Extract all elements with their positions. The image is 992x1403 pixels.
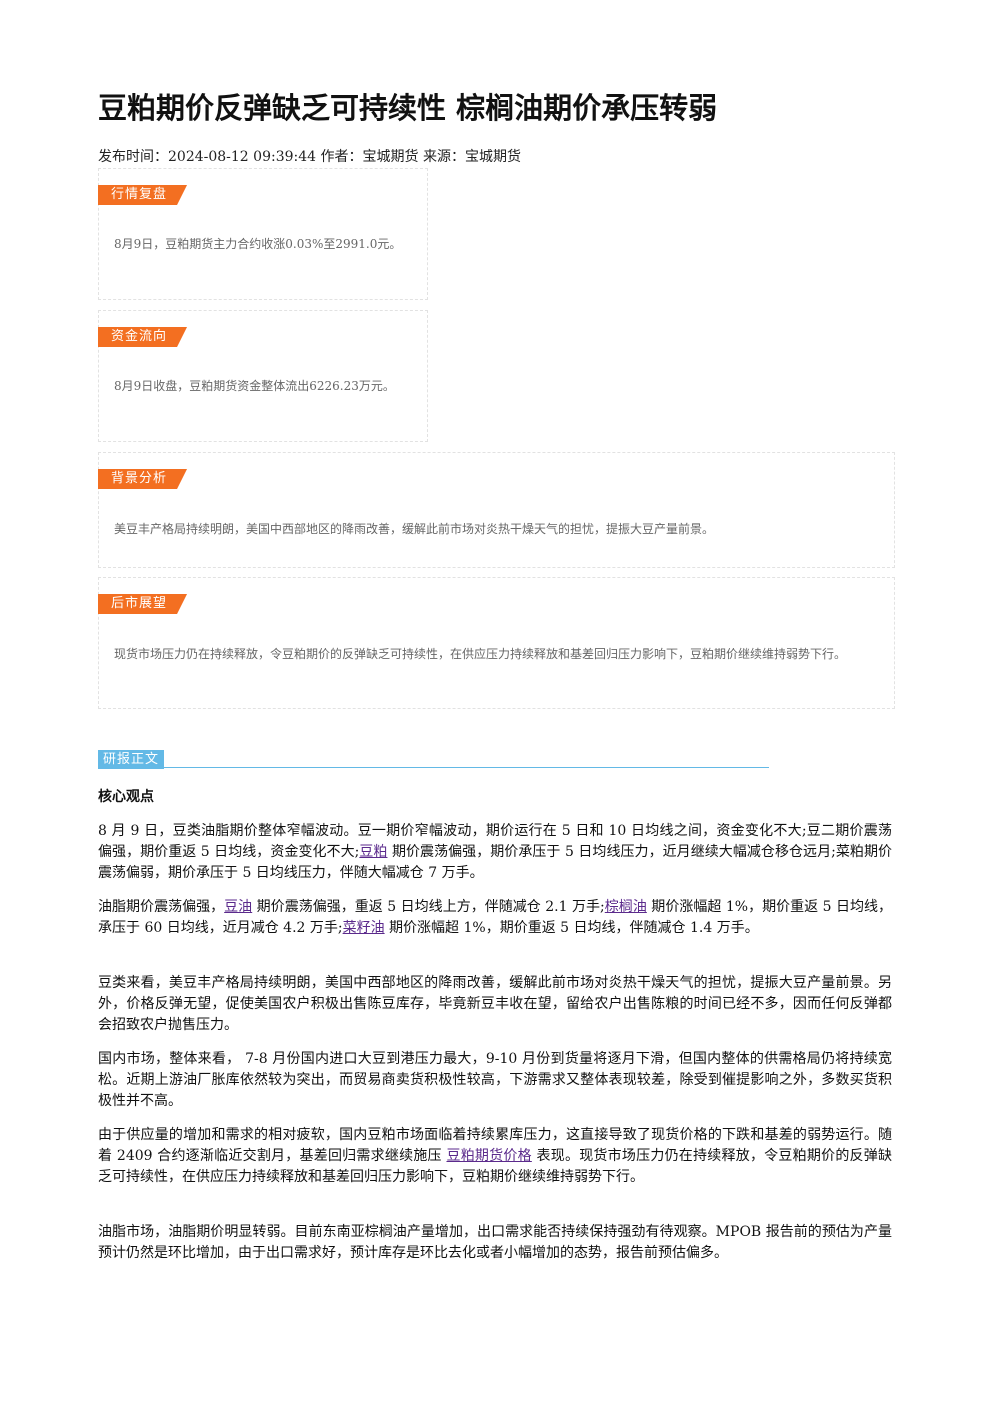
article-title: 豆粕期价反弹缺乏可持续性 棕榈油期价承压转弱 <box>98 91 718 125</box>
report-paragraph: 由于供应量的增加和需求的相对疲软，国内豆粕市场面临着持续累库压力，这直接导致了现… <box>98 1125 892 1188</box>
paragraph-text: 由于供应量的增加和需求的相对疲软，国内豆粕市场面临着持续累库压力，这直接导致了现… <box>98 1127 892 1164</box>
paragraph-text: 表现。现货市场压力仍在持续释放，令豆粕期价的反弹缺乏可持续性，在供应压力持续释放… <box>98 1148 893 1185</box>
report-paragraph: 国内市场，整体来看， 7-8 月份国内进口大豆到港压力最大，9-10 月份到货量… <box>98 1051 892 1109</box>
section-text: 现货市场压力仍在持续释放，令豆粕期价的反弹缺乏可持续性，在供应压力持续释放和基差… <box>114 647 847 661</box>
section-text: 美豆丰产格局持续明朗，美国中西部地区的降雨改善，缓解此前市场对炎热干燥天气的担忧… <box>114 522 715 536</box>
report-paragraph: 8 月 9 日，豆类油脂期价整体窄幅波动。豆一期价窄幅波动，期价运行在 5 日和… <box>98 821 892 884</box>
section-fund-flow: 资金流向 8月9日收盘，豆粕期货资金整体流出6226.23万元。 <box>98 310 428 442</box>
palm-oil-link[interactable]: 棕榈油 <box>604 899 647 915</box>
article-meta: 发布时间：2024-08-12 09:39:44 作者：宝城期货 来源：宝城期货 <box>98 149 521 165</box>
section-text: 8月9日收盘，豆粕期货资金整体流出6226.23万元。 <box>114 379 395 393</box>
core-heading: 核心观点 <box>98 789 154 805</box>
section-tag: 行情复盘 <box>98 185 187 205</box>
report-divider <box>98 767 769 768</box>
section-tag: 后市展望 <box>98 594 187 614</box>
report-paragraph: 油脂市场，油脂期价明显转弱。目前东南亚棕榈油产量增加，出口需求能否持续保持强劲有… <box>98 1224 892 1261</box>
paragraph-text: 期价涨幅超 1%，期价重返 5 日均线，承压于 60 日均线，近月减仓 4.2 … <box>98 899 893 936</box>
paragraph-text: 期价震荡偏强，期价承压于 5 日均线压力，近月继续大幅减仓移仓远月;菜粕期价震荡… <box>98 844 892 881</box>
report-paragraph: 油脂期价震荡偏强，豆油 期价震荡偏强，重返 5 日均线上方，伴随减仓 2.1 万… <box>98 897 892 939</box>
paragraph-text: 期价涨幅超 1%，期价重返 5 日均线，伴随减仓 1.4 万手。 <box>384 920 759 936</box>
paragraph-text: 期价震荡偏强，重返 5 日均线上方，伴随减仓 2.1 万手; <box>252 899 605 915</box>
rapeseed-oil-link[interactable]: 菜籽油 <box>342 920 385 936</box>
section-outlook: 后市展望 现货市场压力仍在持续释放，令豆粕期价的反弹缺乏可持续性，在供应压力持续… <box>98 577 895 709</box>
paragraph-text: 8 月 9 日，豆类油脂期价整体窄幅波动。豆一期价窄幅波动，期价运行在 5 日和… <box>98 823 892 860</box>
section-tag: 资金流向 <box>98 327 187 347</box>
section-text: 8月9日，豆粕期货主力合约收涨0.03%至2991.0元。 <box>114 237 402 251</box>
paragraph-text: 油脂期价震荡偏强， <box>98 899 225 915</box>
section-background: 背景分析 美豆丰产格局持续明朗，美国中西部地区的降雨改善，缓解此前市场对炎热干燥… <box>98 452 895 568</box>
report-paragraph: 豆类来看，美豆丰产格局持续明朗，美国中西部地区的降雨改善，缓解此前市场对炎热干燥… <box>98 975 892 1033</box>
soymeal-link[interactable]: 豆粕 <box>359 844 388 860</box>
report-tag: 研报正文 <box>98 750 165 769</box>
section-tag: 背景分析 <box>98 469 187 489</box>
soybean-oil-link[interactable]: 豆油 <box>224 899 253 915</box>
soymeal-futures-price-link[interactable]: 豆粕期货价格 <box>446 1148 532 1164</box>
section-market-review: 行情复盘 8月9日，豆粕期货主力合约收涨0.03%至2991.0元。 <box>98 168 428 300</box>
